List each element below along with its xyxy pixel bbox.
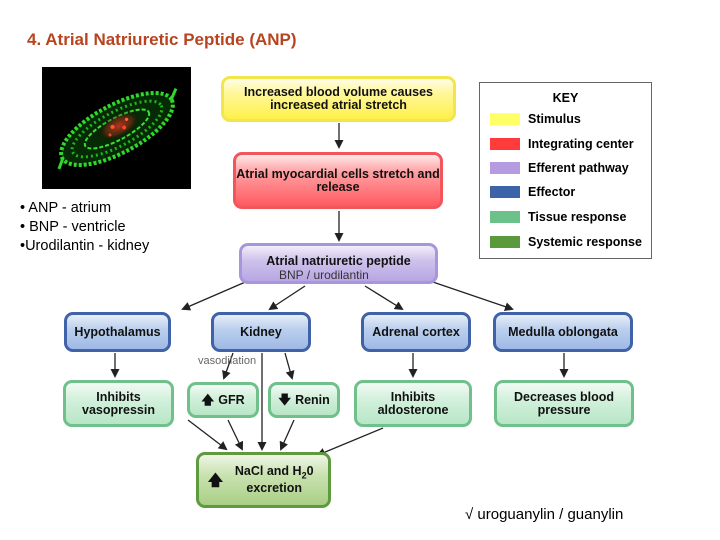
arrow (364, 285, 404, 311)
arrow (181, 279, 251, 311)
inhibits-vasopressin-box: Inhibits vasopressin (63, 380, 174, 427)
key-item-systemic-response: Systemic response (490, 234, 642, 250)
arrow (316, 427, 384, 457)
decreases-blood-pressure-box: Decreases blood pressure (494, 380, 634, 427)
key-item-effector: Effector (490, 184, 575, 200)
arrow (279, 419, 295, 451)
key-swatch (490, 186, 520, 198)
key-swatch (490, 138, 520, 150)
key-title: KEY (552, 91, 579, 105)
hypothalamus-box: Hypothalamus (64, 312, 171, 352)
bullet-item: • ANP - atrium (20, 200, 112, 216)
key-swatch (490, 236, 520, 248)
integrating-center-box: Atrial myocardial cells stretch and rele… (233, 152, 443, 209)
stimulus-box: Increased blood volume causes increased … (221, 76, 456, 122)
nacl-excretion-box: 🡅 NaCl and H20 excretion (196, 452, 331, 508)
bullet-item: • BNP - ventricle (20, 219, 126, 235)
key-item-efferent-pathway: Efferent pathway (490, 160, 629, 176)
key-item-integrating-center: Integrating center (490, 136, 634, 152)
slide-title: 4. Atrial Natriuretic Peptide (ANP) (27, 30, 297, 49)
key-swatch (490, 211, 520, 223)
gfr-label: GFR (218, 392, 245, 407)
key-item-stimulus: Stimulus (490, 111, 581, 127)
color-key: KEY Stimulus Integrating center Efferent… (479, 82, 652, 259)
vasodilation-annotation: vasodilation (198, 355, 257, 367)
arrow (227, 419, 244, 451)
key-swatch (490, 162, 520, 174)
arrow (284, 352, 295, 380)
anp-box: Atrial natriuretic peptide (239, 243, 438, 284)
arrow (222, 352, 234, 380)
renin-box: 🡇Renin (268, 382, 340, 418)
bnp-annotation: BNP / urodilantin (279, 268, 369, 282)
key-swatch (490, 113, 520, 125)
bullet-list: • ANP - atrium • BNP - ventricle •Urodil… (20, 199, 149, 256)
micrograph-image (42, 67, 191, 189)
gfr-box: 🡅GFR (187, 382, 259, 418)
kidney-box: Kidney (211, 312, 311, 352)
medulla-oblongata-box: Medulla oblongata (493, 312, 633, 352)
arrow-up-icon: 🡅 (201, 392, 215, 407)
arrow-down-icon: 🡇 (278, 392, 292, 407)
key-item-tissue-response: Tissue response (490, 209, 626, 225)
adrenal-cortex-box: Adrenal cortex (361, 312, 471, 352)
arrow (426, 279, 514, 311)
uroguanylin-note: √ uroguanylin / guanylin (465, 506, 624, 523)
arrow-up-icon: 🡅 (207, 471, 224, 489)
bullet-item: •Urodilantin - kidney (20, 238, 150, 254)
inhibits-aldosterone-box: Inhibits aldosterone (354, 380, 472, 427)
renin-label: Renin (295, 392, 330, 407)
excretion-label: NaCl and H20 excretion (234, 463, 314, 496)
arrow (268, 285, 306, 311)
arrow (187, 419, 228, 451)
